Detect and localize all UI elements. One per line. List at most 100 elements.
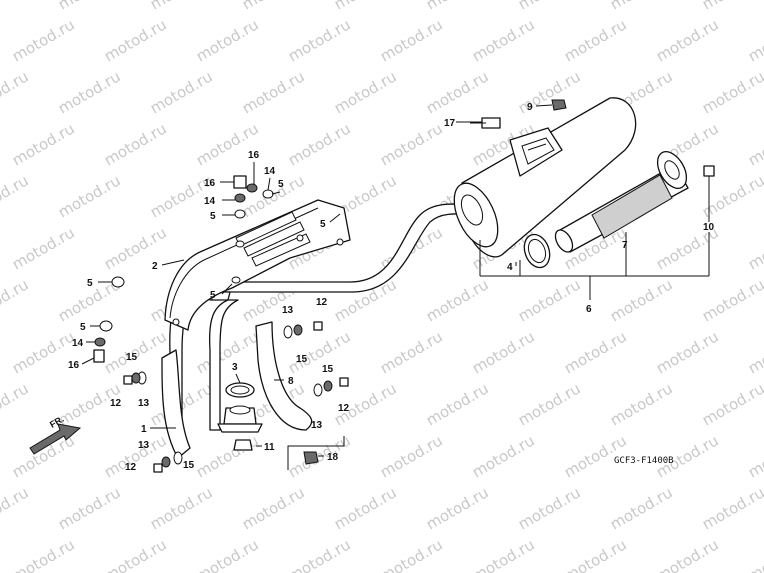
watermark-text: motod.ru	[561, 15, 630, 65]
watermark-text: motod.ru	[745, 535, 764, 573]
callout-8: 8	[288, 376, 294, 387]
watermark-text: motod.ru	[331, 67, 400, 117]
watermark-text: motod.ru	[561, 535, 630, 573]
callout-15a: 15	[296, 354, 308, 365]
watermark-text: motod.ru	[607, 275, 676, 325]
watermark-text: motod.ru	[0, 379, 32, 429]
watermark-text: motod.ru	[101, 431, 170, 481]
watermark-text: motod.ru	[607, 483, 676, 533]
front-direction-arrow: FR.	[29, 414, 82, 455]
watermark-text: motod.ru	[515, 379, 584, 429]
watermark-text: motod.ru	[147, 483, 216, 533]
diagram-code: GCF3-F1400B	[614, 456, 674, 466]
callout-16a: 16	[248, 150, 260, 161]
watermark-text: motod.ru	[515, 0, 584, 13]
watermark-text: motod.ru	[0, 483, 32, 533]
callout-13b: 13	[138, 398, 150, 409]
callout-16b: 16	[204, 178, 216, 189]
watermark-text: motod.ru	[331, 483, 400, 533]
watermark-text: motod.ru	[377, 327, 446, 377]
tail-pipe	[554, 151, 689, 253]
watermark-text: motod.ru	[469, 535, 538, 573]
watermark-text: motod.ru	[9, 223, 78, 273]
callout-15d: 15	[183, 460, 195, 471]
watermark-text: motod.ru	[331, 0, 400, 13]
callout-4: 4	[507, 262, 513, 273]
callout-17: 17	[444, 118, 456, 129]
callout-5e: 5	[210, 290, 216, 301]
watermark-text: motod.ru	[193, 327, 262, 377]
callout-3: 3	[232, 362, 238, 373]
watermark-text: motod.ru	[101, 15, 170, 65]
watermark-text: motod.ru	[377, 15, 446, 65]
watermark-text: motod.ru	[285, 535, 354, 573]
callout-12d: 12	[125, 462, 137, 473]
watermark-text: motod.ru	[101, 223, 170, 273]
watermark-text: motod.ru	[55, 483, 124, 533]
callout-numbers: 1 2 3 4 5 5 5 5 5 5 6 7 8 9 10 11 12 12 …	[68, 102, 715, 473]
watermark-text: motod.ru	[9, 535, 78, 573]
watermark-text: motod.ru	[515, 483, 584, 533]
callout-5d: 5	[278, 179, 284, 190]
callout-1: 1	[141, 424, 147, 435]
watermark-text: motod.ru	[147, 0, 216, 13]
watermark-text: motod.ru	[745, 223, 764, 273]
callout-5f: 5	[320, 219, 326, 230]
watermark-text: motod.ru	[607, 0, 676, 13]
callout-18: 18	[327, 452, 339, 463]
callout-12b: 12	[110, 398, 122, 409]
watermark-text: motod.ru	[653, 327, 722, 377]
watermark-text: motod.ru	[285, 15, 354, 65]
watermark-text: motod.ru	[0, 171, 32, 221]
watermark-text: motod.ru	[101, 119, 170, 169]
lower-pipe-guard	[161, 349, 191, 459]
callout-13d: 13	[138, 440, 150, 451]
watermark-text: motod.ru	[469, 431, 538, 481]
watermark-text: motod.ru	[607, 379, 676, 429]
watermark-text: motod.ru	[377, 119, 446, 169]
callout-16c: 16	[68, 360, 80, 371]
callout-12a: 12	[316, 297, 328, 308]
callout-10: 10	[703, 222, 715, 233]
watermark-text: motod.ru	[745, 327, 764, 377]
watermark-text: motod.ru	[0, 275, 32, 325]
watermark-text: motod.ru	[55, 0, 124, 13]
watermark-text: motod.ru	[423, 67, 492, 117]
heat-shield	[164, 199, 351, 331]
callout-7: 7	[622, 240, 628, 251]
watermark-text: motod.ru	[745, 15, 764, 65]
watermark-text: motod.ru	[469, 327, 538, 377]
callout-14a: 14	[204, 196, 216, 207]
watermark-text: motod.ru	[423, 483, 492, 533]
callout-15c: 15	[322, 364, 334, 375]
watermark-text: motod.ru	[239, 483, 308, 533]
watermark-text: motod.ru	[193, 119, 262, 169]
callout-9: 9	[527, 102, 533, 113]
callout-15b: 15	[126, 352, 138, 363]
watermark-text: motod.ru	[239, 67, 308, 117]
watermark-text: motod.ru	[515, 67, 584, 117]
muffler-assembly	[453, 97, 637, 258]
callout-14c: 14	[72, 338, 84, 349]
watermark-text: motod.ru	[101, 535, 170, 573]
watermark-text: motod.ru	[699, 275, 764, 325]
exhaust-joint	[217, 382, 263, 451]
watermark-text: motod.ru	[285, 119, 354, 169]
watermark-text: motod.ru	[193, 535, 262, 573]
watermark-text: motod.ru	[515, 275, 584, 325]
watermark-text: motod.ru	[285, 327, 354, 377]
callout-5a: 5	[87, 278, 93, 289]
callout-5c: 5	[210, 211, 216, 222]
watermark-text: motod.ru	[9, 15, 78, 65]
watermark-text: motod.ru	[699, 379, 764, 429]
watermark-text: motod.ru	[469, 15, 538, 65]
watermark-text: motod.ru	[377, 431, 446, 481]
callout-5b: 5	[80, 322, 86, 333]
watermark-text: motod.ru	[55, 67, 124, 117]
callout-14b: 14	[264, 166, 276, 177]
watermark-text: motod.ru	[377, 535, 446, 573]
watermark-text: motod.ru	[0, 67, 32, 117]
watermark-text: motod.ru	[699, 67, 764, 117]
